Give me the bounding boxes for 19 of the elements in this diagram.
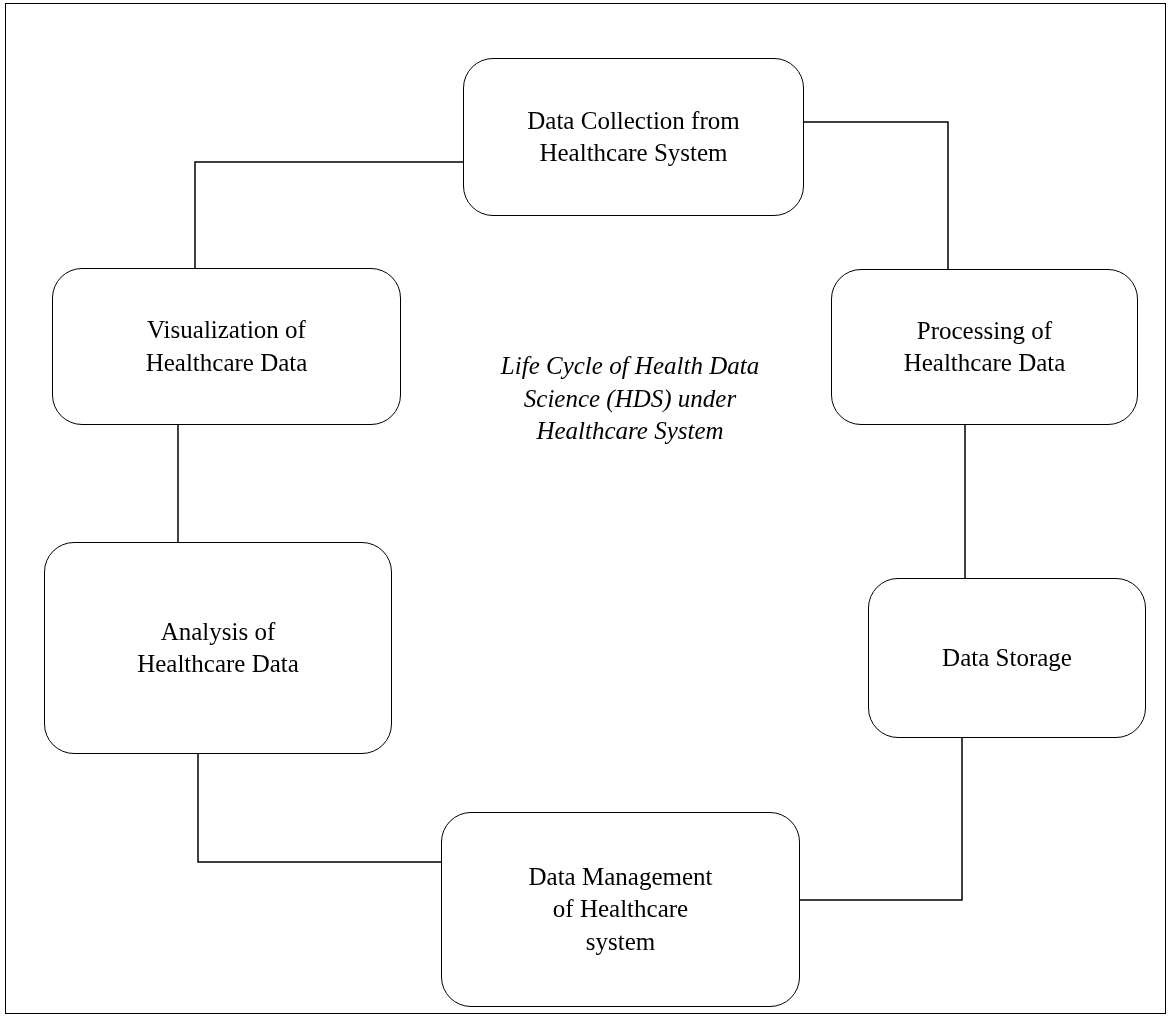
- process-box: [868, 578, 1146, 738]
- connector-line: [177, 424, 179, 543]
- connector-line: [803, 121, 949, 270]
- center-note: Life Cycle of Health Data Science (HDS) under Healthcare System: [499, 351, 761, 446]
- process-box: [831, 269, 1138, 425]
- process-box: [463, 58, 804, 216]
- process-box: [441, 812, 800, 1007]
- box-label: Data Storage: [941, 642, 1073, 673]
- box-label: Analysis of Healthcare Data: [136, 616, 300, 679]
- box-label: Visualization of Healthcare Data: [144, 315, 309, 378]
- connector-line: [964, 424, 966, 579]
- connector-line: [799, 737, 963, 901]
- box-label: Processing of Healthcare Data: [902, 315, 1067, 378]
- connector-line: [194, 161, 464, 269]
- box-label: Data Collection from Healthcare System: [526, 105, 741, 168]
- process-box: [44, 542, 392, 754]
- connector-line: [197, 753, 442, 863]
- process-box: [52, 268, 401, 425]
- box-label: Data Management of Healthcare system: [527, 861, 714, 957]
